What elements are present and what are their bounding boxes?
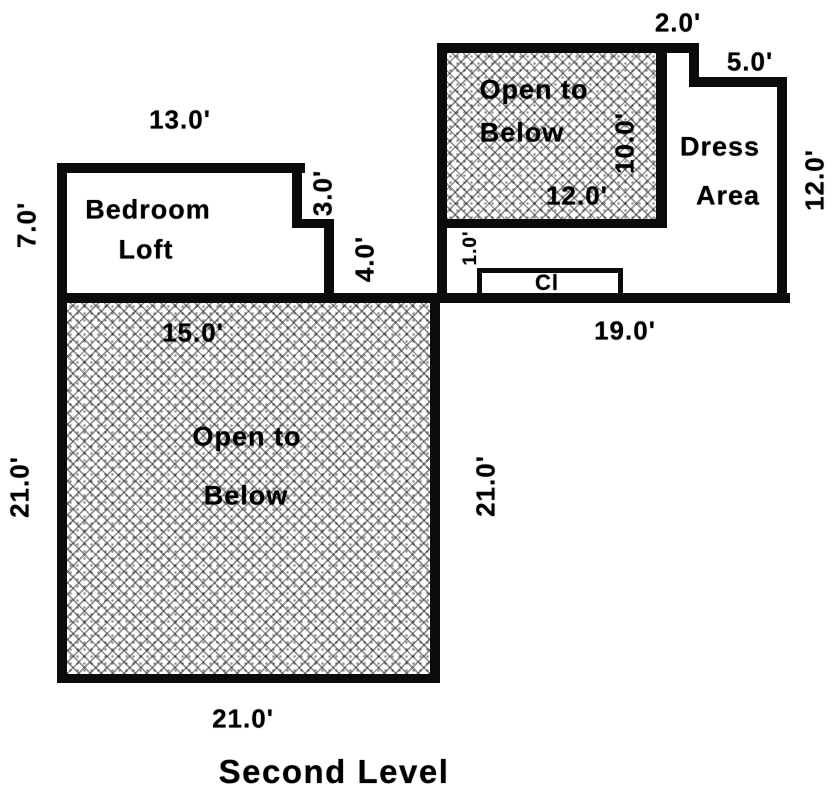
room-label-open-upper-2: Below xyxy=(479,117,565,148)
wall-loft-top xyxy=(57,163,305,173)
wall-loft-right-upper xyxy=(292,163,302,228)
room-label-area: Area xyxy=(695,180,761,211)
wall-loft-right-lower xyxy=(324,219,334,303)
dim-open-main-top: 15.0' xyxy=(162,317,224,348)
room-label-open-main-2: Below xyxy=(203,480,289,511)
dim-upper-step-right: 5.0' xyxy=(726,46,774,77)
open-to-below-hatch-main xyxy=(67,303,430,674)
dim-loft-top: 13.0' xyxy=(149,104,211,135)
room-label-open-upper-1: Open to xyxy=(479,74,589,105)
dim-open-upper-width: 12.0' xyxy=(546,180,608,211)
dim-open-main-left: 21.0' xyxy=(4,456,35,518)
dim-closet-jog: 1.0' xyxy=(460,230,481,266)
dim-open-upper-height: 10.0' xyxy=(609,112,640,174)
dim-open-main-right: 21.0' xyxy=(470,455,501,517)
dim-loft-jog: 4.0' xyxy=(349,235,380,283)
open-to-below-hatch-upper xyxy=(447,53,656,219)
room-label-bedroom: Bedroom xyxy=(85,194,211,225)
room-label-open-main-1: Open to xyxy=(192,421,302,452)
dim-hall-bottom: 19.0' xyxy=(594,315,656,346)
wall-open-upper-bottom xyxy=(437,219,667,228)
dim-loft-notch: 3.0' xyxy=(307,169,338,217)
wall-upper-top xyxy=(437,43,699,53)
wall-dress-right xyxy=(777,77,787,303)
page-title: Second Level xyxy=(218,753,450,790)
dim-open-main-bottom: 21.0' xyxy=(212,703,274,734)
wall-upper-left xyxy=(437,43,447,303)
wall-upper-step-horizontal xyxy=(689,77,787,87)
wall-open-upper-right xyxy=(656,43,667,228)
closet-outline xyxy=(477,268,623,300)
dim-dress-right: 12.0' xyxy=(799,149,830,211)
dim-loft-left: 7.0' xyxy=(11,201,42,249)
room-label-loft: Loft xyxy=(118,234,174,265)
wall-left-outer xyxy=(57,163,67,683)
wall-open-main-bottom xyxy=(57,674,440,683)
room-label-dress: Dress xyxy=(679,131,761,162)
wall-loft-notch-step xyxy=(292,219,334,228)
wall-upper-step-vertical xyxy=(689,43,699,87)
room-label-closet: Cl xyxy=(535,270,559,295)
wall-open-main-right xyxy=(430,293,440,683)
dim-upper-step-top: 2.0' xyxy=(654,7,702,38)
wall-main-horizontal xyxy=(57,293,790,303)
